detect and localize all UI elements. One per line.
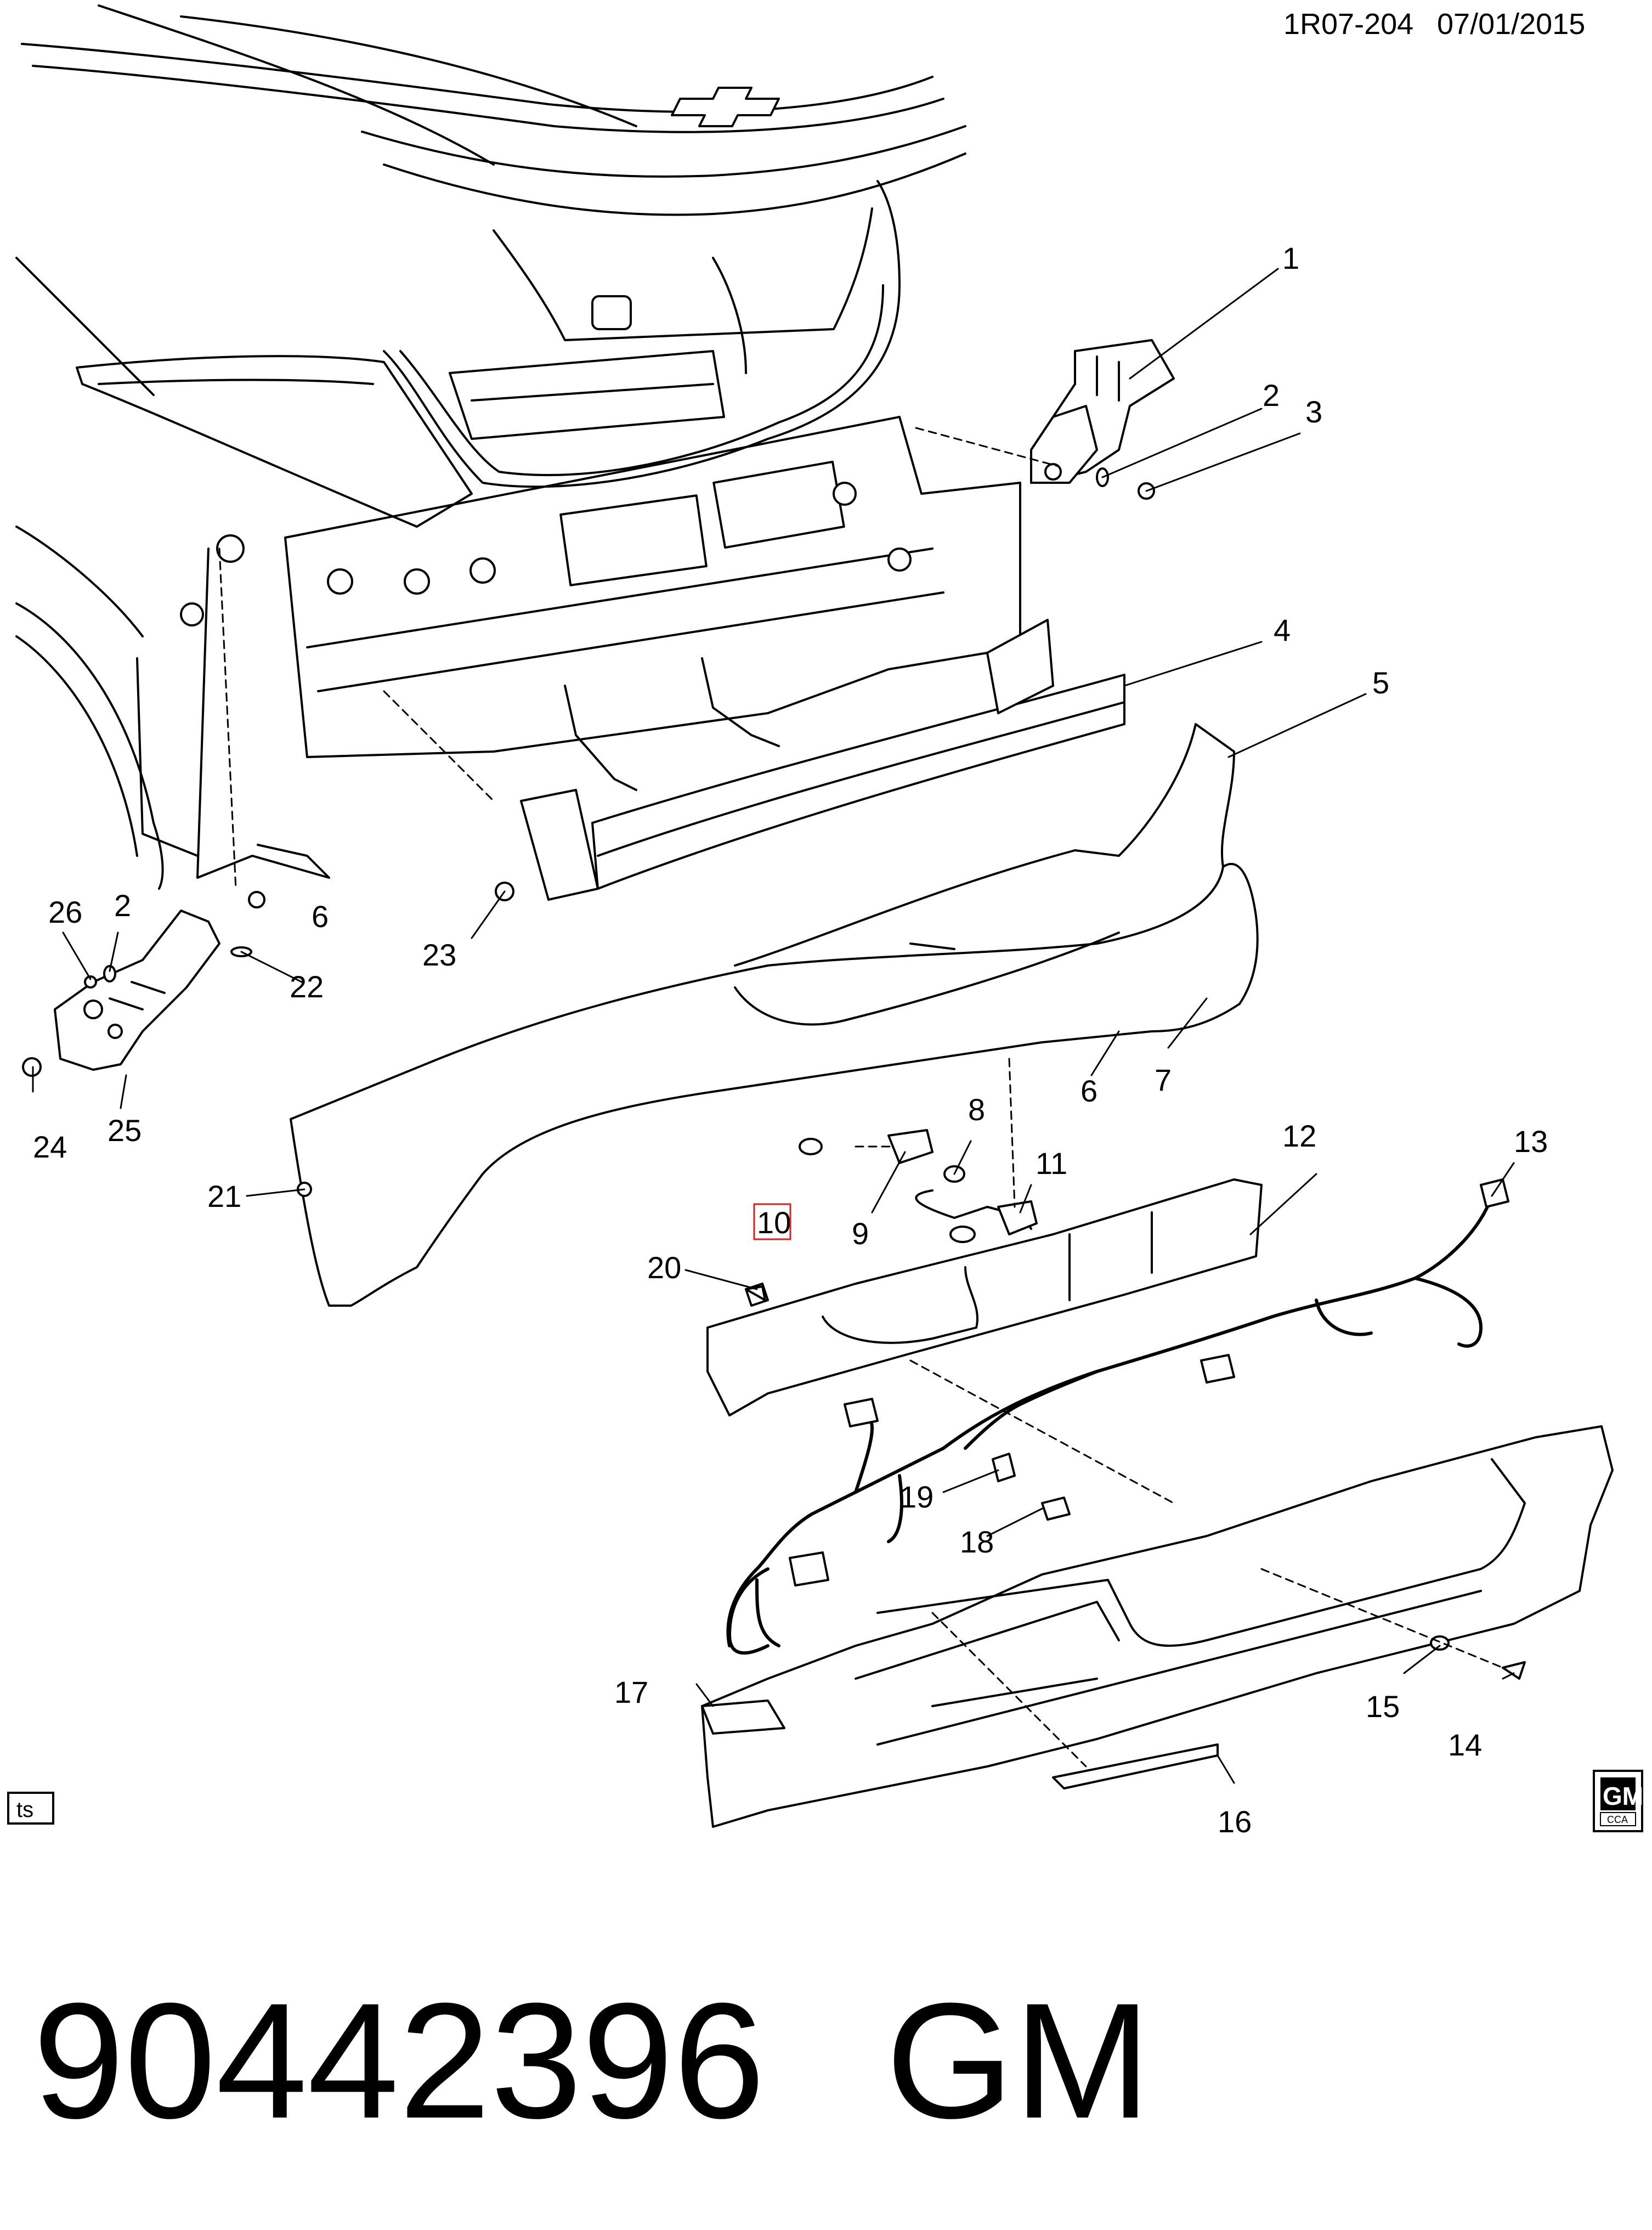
callout-7: 7 [1155,1063,1172,1097]
callout-12: 12 [1282,1119,1316,1153]
callout-4: 4 [1274,613,1291,647]
callout-21: 21 [207,1179,241,1213]
part-2-3-fasteners [1096,467,1155,500]
callout-5: 5 [1372,665,1389,700]
parts-8-11-sensors [799,1129,1038,1243]
part-number: 90442396 [33,1968,765,2153]
diagram-code: 1R07-204 [1283,8,1413,41]
part-25-bracket [54,910,220,1071]
diagram-date: 07/01/2015 [1437,8,1585,41]
part-1-bracket [1030,339,1175,484]
callout-24: 24 [33,1130,67,1164]
part-13-wiring-harness [726,1178,1509,1655]
callout-2: 2 [1263,378,1280,413]
callout-25: 25 [108,1113,142,1148]
callout-9: 9 [852,1216,869,1251]
callout-8: 8 [968,1092,985,1127]
callout-6: 6 [1080,1074,1097,1108]
callout-14: 14 [1448,1727,1482,1762]
ts-box [7,1792,54,1825]
svg-text:GM: GM [1603,1782,1643,1810]
part-4-impact-bar [520,619,1125,901]
callout-17: 17 [614,1675,648,1709]
callout-1: 1 [1282,241,1299,275]
gm-logo: GM CCA [1593,1770,1643,1832]
brand-name: GM [886,1968,1151,2153]
part-17-fascia-lower [701,1425,1614,1828]
callout-10-highlight [753,1203,791,1240]
callout-20: 20 [647,1250,681,1285]
callout-22: 22 [290,969,324,1004]
callout-15: 15 [1366,1689,1400,1724]
part-26-24-fasteners [22,882,514,1077]
callout-3: 3 [1305,394,1322,429]
ts-label: ts [16,1798,33,1822]
callout-6-left: 6 [312,899,329,934]
callout-10: 10 [757,1205,791,1240]
callouts: 1 2 3 4 5 6 7 8 9 10 11 12 13 14 15 16 1… [33,241,1548,1839]
callout-26: 26 [48,895,82,929]
callout-2-left: 2 [114,888,131,923]
vehicle-rear-body [15,4,1021,890]
leader-lines [32,268,1515,1784]
callout-16: 16 [1218,1804,1252,1839]
callout-11: 11 [1036,1146,1067,1181]
part-5-fascia-upper [290,723,1259,1307]
callout-23: 23 [422,938,456,972]
svg-text:CCA: CCA [1607,1814,1628,1825]
callout-13: 13 [1514,1124,1548,1159]
callout-19: 19 [899,1480,934,1514]
callout-18: 18 [960,1525,994,1559]
